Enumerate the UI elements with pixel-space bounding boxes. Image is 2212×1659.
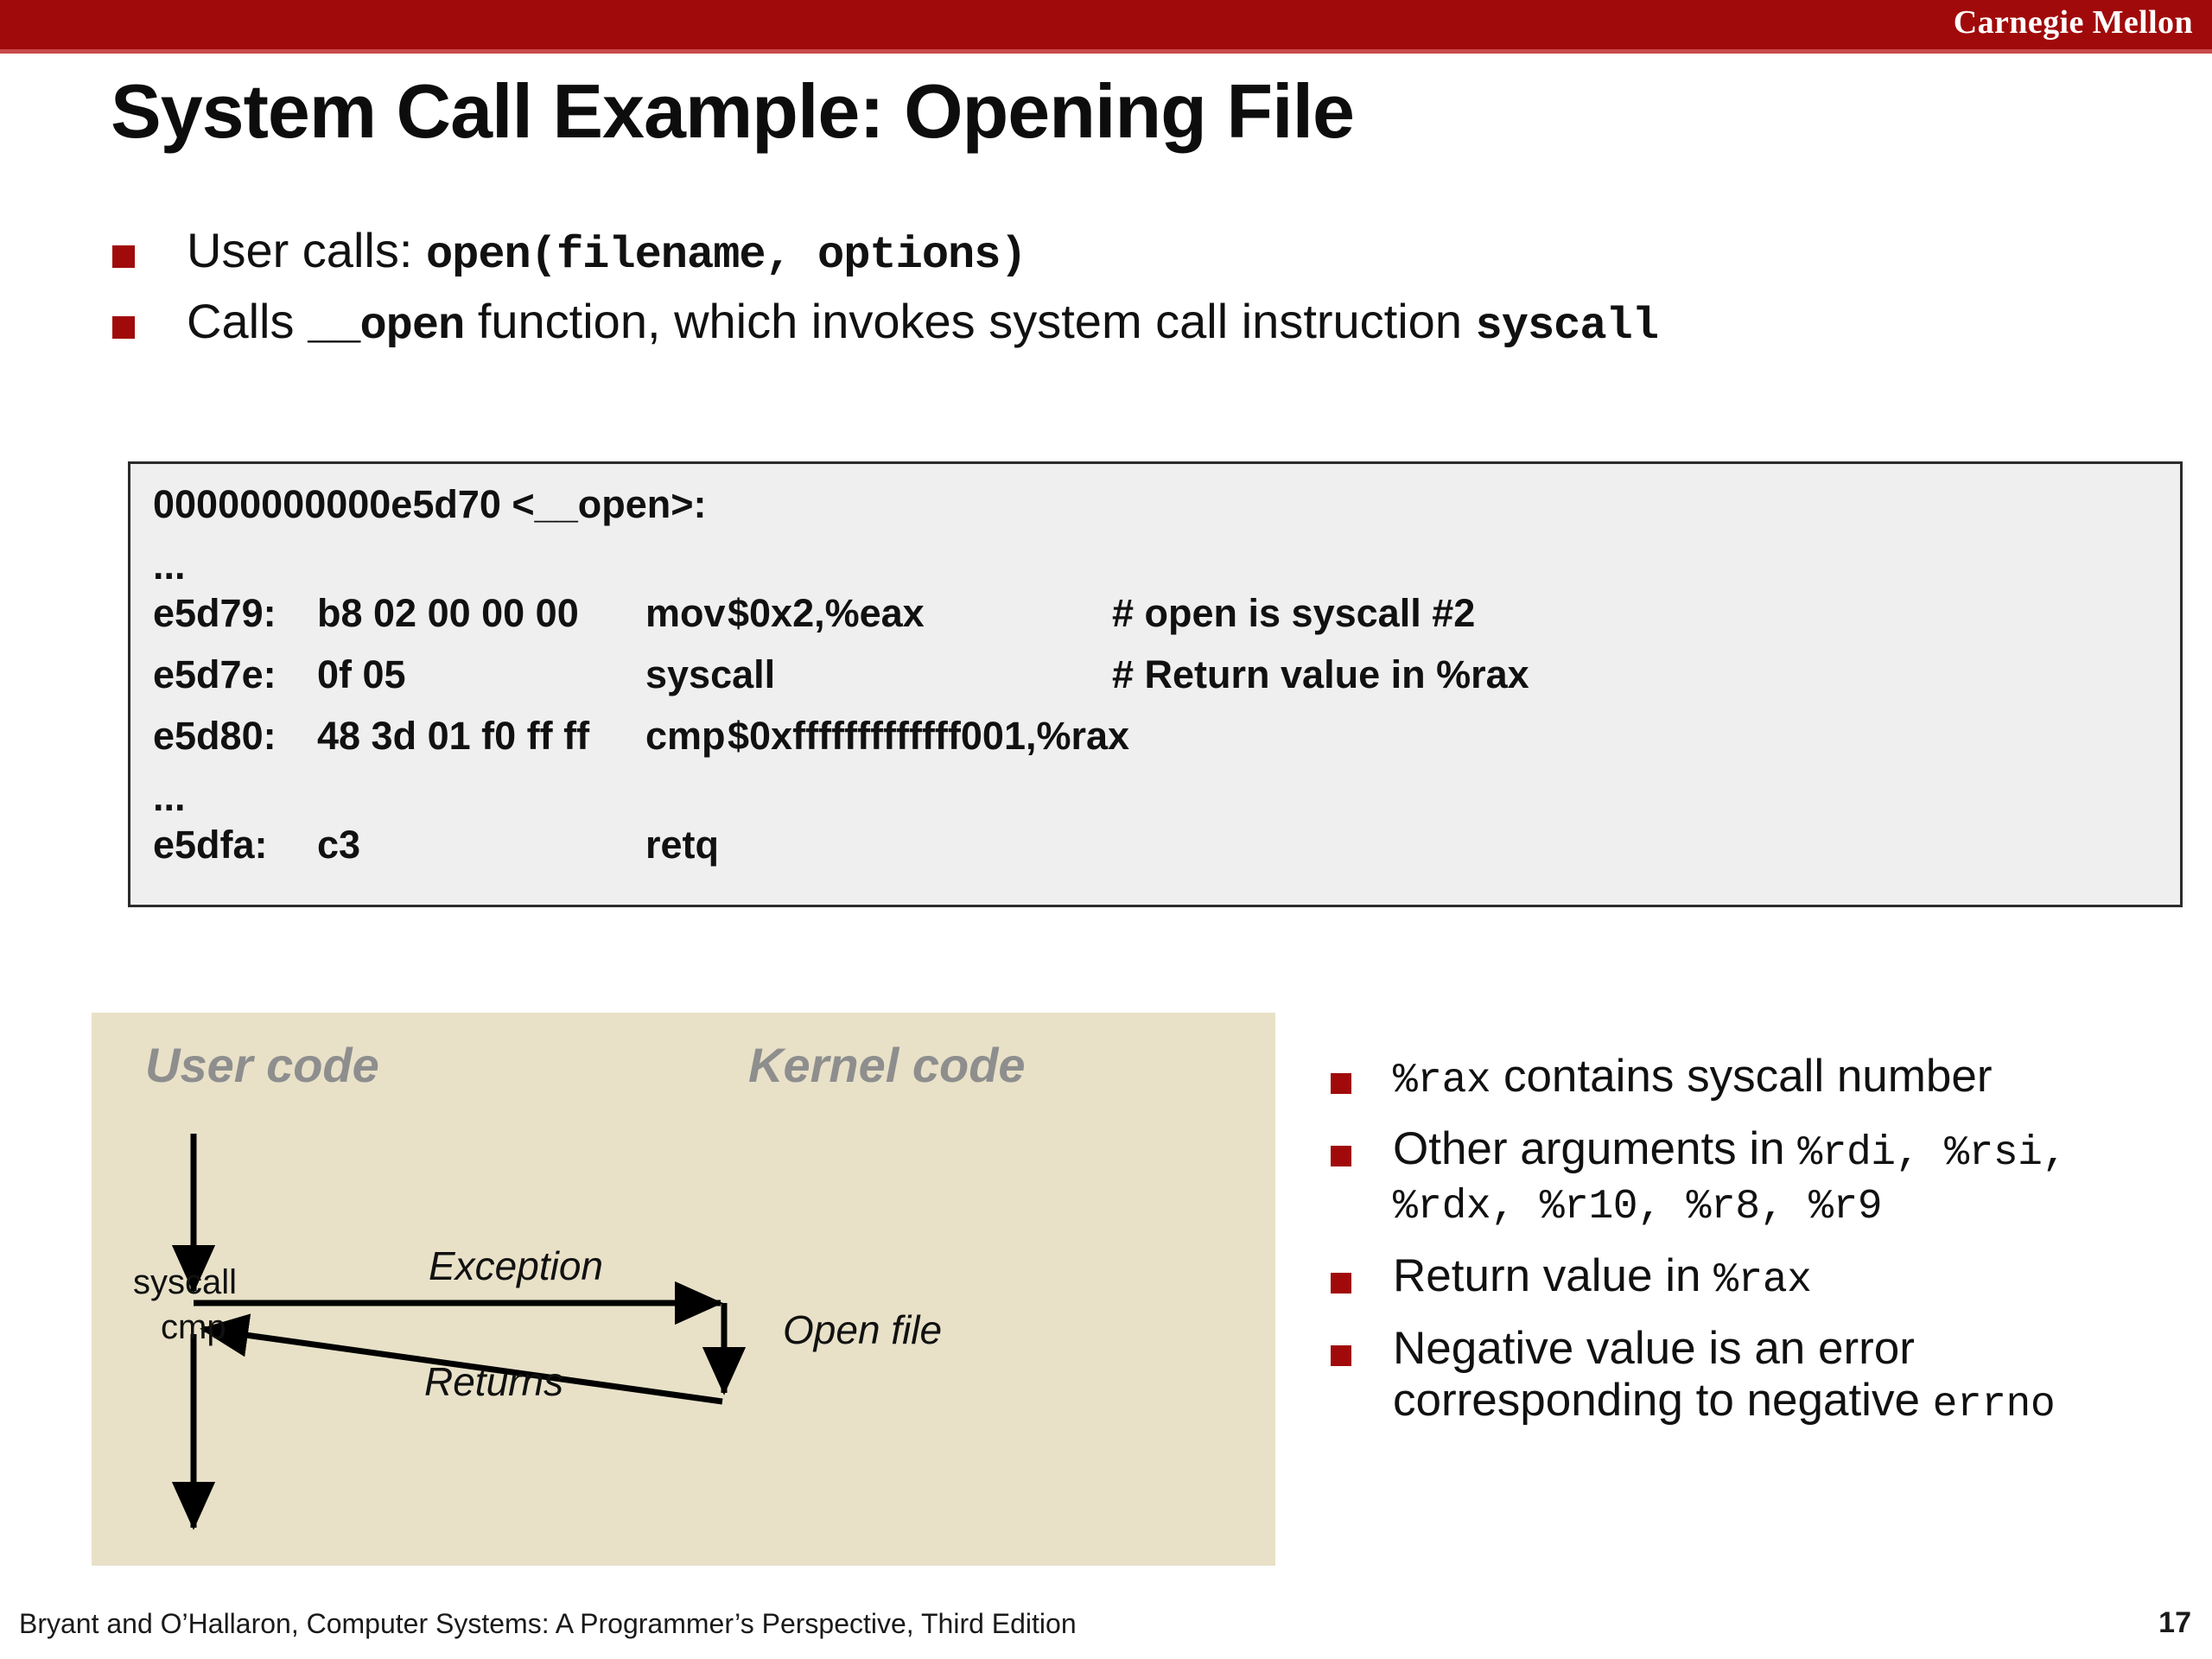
right-bullet-list: %rax contains syscall number Other argum… — [1331, 1051, 2203, 1447]
diagram-open-file-label: Open file — [783, 1307, 943, 1352]
code-row: e5d79: b8 02 00 00 00 mov$0x2,%eax # open i… — [153, 594, 2180, 655]
bullet-text: %rax contains syscall number — [1393, 1051, 1993, 1104]
code-header-line: 00000000000e5d70 <__open>: — [153, 482, 707, 526]
code-mnemonic: retq — [645, 823, 720, 867]
bullet-prefix: Calls — [187, 294, 308, 349]
errno-code: errno — [1932, 1381, 2056, 1428]
code-ellipsis-top: ... — [153, 543, 186, 588]
argument-registers-code: %rdi, %rsi, %rdx, %r10, %r8, %r9 — [1393, 1130, 2067, 1231]
code-operands: $0xfffffffffffff001,%rax — [728, 714, 1130, 758]
code-mnemonic: mov — [645, 591, 726, 635]
list-item: Calls __open function, which invokes sys… — [112, 294, 2169, 353]
returns-arrow — [200, 1313, 723, 1405]
code-operands: $0x2,%eax — [728, 591, 925, 635]
list-item: Other arguments in %rdi, %rsi, %rdx, %r1… — [1331, 1123, 2203, 1230]
code-ellipsis-bottom: ... — [153, 775, 186, 819]
code-comment: # open is syscall #2 — [1112, 591, 1476, 635]
header-band — [0, 0, 2212, 49]
diagram-exception-label: Exception — [429, 1243, 604, 1288]
code-row: e5dfa: c3 retq — [153, 825, 2180, 887]
return-register-code: %rax — [1713, 1256, 1812, 1304]
code-bytes: 48 3d 01 f0 ff ff — [317, 714, 590, 758]
code-mnemonic: syscall — [645, 652, 776, 696]
syscall-flow-diagram: User code Kernel code syscall cmp Except… — [92, 1013, 1275, 1566]
bullet-text: Return value in %rax — [1393, 1249, 1812, 1304]
bullet-middle: function, which invokes system call inst… — [464, 294, 1476, 349]
diagram-user-code-heading: User code — [145, 1038, 379, 1092]
bullet-prefix: User calls: — [187, 223, 426, 277]
code-comment: # Return value in %rax — [1112, 652, 1529, 696]
syscall-instruction-code: syscall — [1475, 301, 1659, 353]
diagram-syscall-label: syscall — [133, 1263, 238, 1301]
page-number: 17 — [2158, 1606, 2191, 1639]
footer-citation: Bryant and O’Hallaron, Computer Systems:… — [19, 1608, 1077, 1639]
code-address: e5d7e: — [153, 652, 276, 696]
bullet-square-icon — [1331, 1344, 1351, 1366]
diagram-returns-label: Returns — [424, 1359, 564, 1404]
code-address: e5dfa: — [153, 823, 268, 867]
bullet-square-icon — [1331, 1272, 1351, 1294]
list-item: Negative value is an error corresponding… — [1331, 1323, 2203, 1428]
carnegie-mellon-logo: Carnegie Mellon — [1953, 4, 2193, 41]
header-band-underline — [0, 49, 2212, 54]
code-row: e5d80: 48 3d 01 f0 ff ff cmp$0xfffffffffff… — [153, 716, 2180, 778]
code-address: e5d79: — [153, 591, 276, 635]
rax-register-code: %rax — [1393, 1058, 1491, 1104]
code-bytes: 0f 05 — [317, 652, 406, 696]
diagram-arrows — [171, 1134, 747, 1530]
disassembly-code-block: 00000000000e5d70 <__open>: ... e5d79: b8 … — [128, 461, 2183, 907]
bullet-text: User calls: open(filename, options) — [187, 223, 1027, 282]
bullet-square-icon — [1331, 1146, 1351, 1167]
bullet-text: Calls __open function, which invokes sys… — [187, 294, 1659, 353]
top-bullet-list: User calls: open(filename, options) Call… — [112, 223, 2169, 365]
code-address: e5d80: — [153, 714, 276, 758]
open-call-code: open(filename, options) — [425, 230, 1027, 281]
bullet-prefix: Return value in — [1393, 1249, 1714, 1301]
code-mnemonic: cmp — [645, 714, 726, 758]
bullet-text: Negative value is an error corresponding… — [1393, 1323, 2203, 1428]
list-item: User calls: open(filename, options) — [112, 223, 2169, 282]
bullet-square-icon — [1331, 1073, 1351, 1094]
code-row: e5d7e: 0f 05 syscall # Return value in %rax — [153, 655, 2180, 716]
bullet-square-icon — [112, 316, 135, 340]
bullet-square-icon — [112, 245, 135, 268]
diagram-kernel-code-heading: Kernel code — [748, 1038, 1026, 1092]
bullet-suffix: contains syscall number — [1491, 1051, 1993, 1102]
bullet-text: Other arguments in %rdi, %rsi, %rdx, %r1… — [1393, 1123, 2203, 1230]
list-item: %rax contains syscall number — [1331, 1051, 2203, 1104]
code-bytes: c3 — [317, 823, 361, 867]
bullet-prefix: Other arguments in — [1393, 1123, 1798, 1175]
open-function-code: __open — [308, 301, 465, 353]
bullet-prefix: Negative value is an error corresponding… — [1393, 1322, 1933, 1426]
list-item: Return value in %rax — [1331, 1250, 2203, 1304]
diagram-cmp-label: cmp — [161, 1308, 226, 1346]
code-bytes: b8 02 00 00 00 — [317, 591, 579, 635]
page-title: System Call Example: Opening File — [111, 68, 1355, 154]
